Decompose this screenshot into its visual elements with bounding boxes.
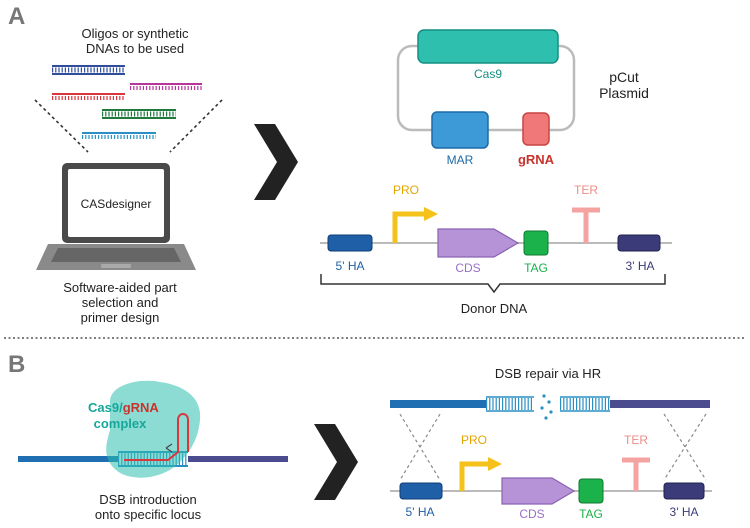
cds-block xyxy=(437,228,520,258)
pro-label: PRO xyxy=(393,183,419,197)
tag-label: TAG xyxy=(524,261,548,275)
oligo-magenta xyxy=(130,83,202,90)
panel-b-label: B xyxy=(8,351,25,378)
oligo-blue xyxy=(52,65,125,75)
plasmid-name-line1: pCut xyxy=(609,69,639,85)
software-caption-line2: selection and xyxy=(82,295,159,310)
laptop-icon xyxy=(36,163,196,270)
oligos-caption-line2: DNAs to be used xyxy=(86,41,184,56)
ter-label-b: TER xyxy=(624,433,648,447)
oligo-strands xyxy=(52,65,202,139)
software-caption-line3: primer design xyxy=(81,310,160,325)
funnel-line-left xyxy=(34,99,89,153)
laptop-screen-text: CASdesigner xyxy=(81,197,152,211)
crossover-lines xyxy=(399,413,707,481)
donor-dna-b xyxy=(390,457,712,505)
software-caption-line1: Software-aided part xyxy=(63,280,177,295)
chevron-right-icon xyxy=(254,124,298,200)
ter-label: TER xyxy=(574,183,598,197)
donor-dna-caption: Donor DNA xyxy=(461,301,528,316)
grna-label: gRNA xyxy=(518,152,555,167)
scissors-icon xyxy=(165,443,173,453)
pro-label-b: PRO xyxy=(461,433,487,447)
complex-label-line2: complex xyxy=(94,416,148,431)
oligo-red xyxy=(52,93,125,100)
cas9-block xyxy=(417,29,559,64)
mar-block xyxy=(431,111,489,149)
ha5-label-b: 5' HA xyxy=(406,505,435,519)
tag-block xyxy=(523,230,549,256)
oligos-caption-line1: Oligos or synthetic xyxy=(82,26,189,41)
broken-genome xyxy=(390,394,710,420)
complex-label-cas9: Cas9/gRNA xyxy=(88,400,159,415)
ha5-block xyxy=(327,234,373,252)
mar-label: MAR xyxy=(447,153,474,167)
ter-block xyxy=(572,207,600,243)
ha5-label: 5' HA xyxy=(336,259,365,273)
donor-bracket xyxy=(320,274,666,294)
grna-strand xyxy=(124,413,189,461)
tag-label-b: TAG xyxy=(579,507,603,521)
chevron-right-icon-b xyxy=(314,424,358,500)
cas9-label: Cas9 xyxy=(474,67,502,81)
ha3-label-b: 3' HA xyxy=(670,505,699,519)
dsb-caption-line1: DSB introduction xyxy=(99,492,197,507)
panel-a-label: A xyxy=(8,3,25,30)
pcut-plasmid xyxy=(396,29,576,149)
ha3-label: 3' HA xyxy=(626,259,655,273)
cds-label-b: CDS xyxy=(519,507,544,521)
pro-arrow xyxy=(392,211,428,243)
cds-label: CDS xyxy=(455,261,480,275)
repair-title: DSB repair via HR xyxy=(495,366,601,381)
ha3-block xyxy=(617,234,661,252)
dsb-caption-line2: onto specific locus xyxy=(95,507,202,522)
funnel-line-right xyxy=(169,99,223,153)
plasmid-name-line2: Plasmid xyxy=(599,85,649,101)
donor-dna-a xyxy=(320,207,672,258)
oligo-cyan xyxy=(82,132,156,139)
oligo-green xyxy=(102,109,176,119)
grna-block xyxy=(522,112,550,146)
